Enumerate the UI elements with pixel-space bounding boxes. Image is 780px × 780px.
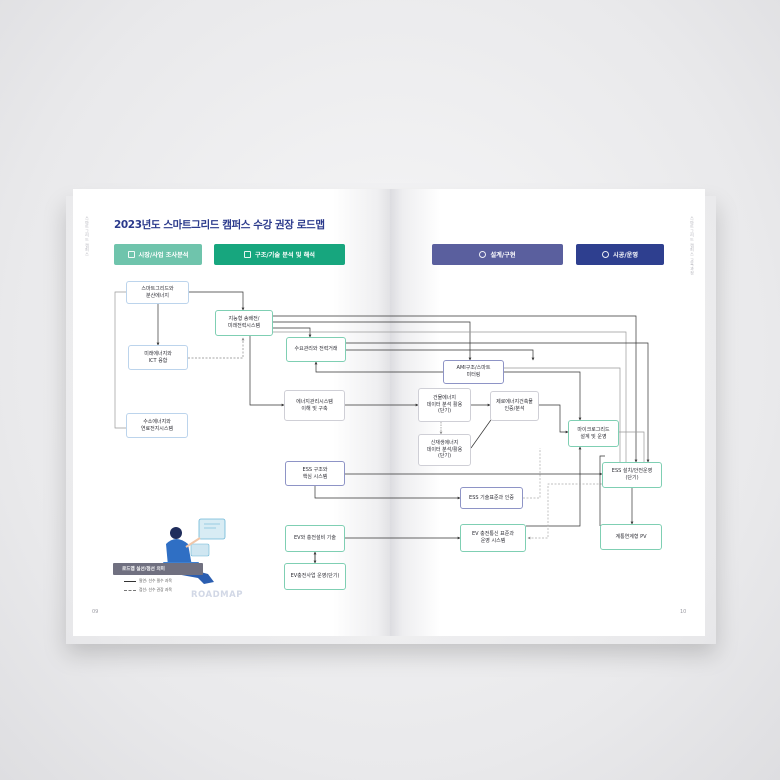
course-ev-charging-business: EV충전사업 운영(단기): [284, 563, 346, 590]
course-ess-structure: ESS 구조와 핵심 시스템: [285, 461, 345, 486]
connector: [249, 336, 285, 407]
course-renewable-energy-data: 신재생에너지 데이터 분석/활용 (단기): [418, 434, 471, 466]
dashed-line-icon: [124, 589, 136, 591]
connector: [526, 446, 582, 527]
course-ev-charger: EV와 충전설비 기술: [285, 525, 345, 552]
course-future-energy-ict: 미래에너지와 ICT 융합: [128, 345, 188, 370]
connector: [504, 367, 621, 462]
left-page-number: 09: [92, 609, 99, 615]
connector: [470, 416, 494, 449]
connector: [599, 455, 605, 526]
course-ami-smart-metering: AMI구조/스마트 미터링: [443, 360, 504, 384]
target-icon: [479, 251, 487, 258]
left-side-text: 스마트그리드 캠퍼스: [85, 216, 90, 257]
course-hydrogen-fuelcell: 수소에너지와 연료전지시스템: [126, 413, 188, 438]
connector: [273, 315, 638, 463]
connector: [314, 361, 443, 373]
course-intelligent-grid: 지능형 송배전/ 미래전력시스템: [215, 310, 273, 336]
right-page-number: 10: [680, 609, 687, 615]
course-zero-energy-building: 제로에너지건축물 인증/분석: [490, 391, 539, 421]
course-microgrid: 마이크로그리드 설계 및 운영: [568, 420, 619, 447]
phase-structure-analysis: 구조/기술 분석 및 해석: [214, 244, 345, 265]
connector: [504, 371, 582, 421]
course-ev-comm-standard: EV 충전통신 표준과 운영 시스템: [460, 524, 526, 552]
right-side-text: 스마트그리드 캠퍼스 교육과정: [690, 216, 695, 276]
connector: [114, 291, 126, 429]
phase-construction-operation: 시공/운영: [576, 244, 664, 265]
connector: [273, 331, 627, 462]
roadmap-watermark: ROADMAP: [191, 590, 243, 600]
course-building-energy-data: 건물에너지 데이터 분석 활용 (단기): [418, 388, 471, 422]
legend-dashed: 점선: 선수 권장 과목: [113, 587, 203, 593]
legend-solid: 필연: 선수 필수 과목: [113, 578, 203, 584]
person-illustration: [163, 518, 226, 584]
course-ess-standard: ESS 기술표준과 인증: [460, 487, 523, 509]
connector: [273, 321, 472, 361]
connector: [273, 327, 312, 338]
roadmap-title: 2023년도 스마트그리드 캠퍼스 수강 권장 로드맵: [114, 219, 325, 231]
phase-label: 설계/구현: [490, 252, 516, 259]
course-ess-safety: ESS 설치/안전운영 (단기): [602, 462, 662, 488]
connector: [189, 291, 245, 311]
connector: [188, 337, 245, 359]
course-smartgrid-distributed-energy: 스마트그리드와 분산에너지: [126, 281, 189, 304]
connector: [346, 342, 650, 463]
chart-icon: [127, 251, 135, 258]
legend: 로드맵 실선/점선 의미 필연: 선수 필수 과목 점선: 선수 권장 과목: [113, 563, 203, 603]
gear-icon: [601, 251, 609, 258]
edit-icon: [244, 251, 252, 258]
phase-label: 구조/기술 분석 및 해석: [255, 252, 315, 259]
solid-line-icon: [124, 580, 136, 582]
connector: [314, 486, 461, 500]
connector: [527, 483, 602, 540]
connector: [619, 431, 645, 462]
phase-label: 시장/사업 조사분석: [138, 252, 189, 259]
connector: [346, 349, 535, 361]
legend-title: 로드맵 실선/점선 의미: [113, 563, 203, 575]
legend-dashed-label: 점선: 선수 권장 과목: [139, 587, 172, 592]
phase-design-implementation: 설계/구현: [432, 244, 563, 265]
phase-label: 시공/운영: [612, 252, 639, 259]
legend-solid-label: 필연: 선수 필수 과목: [139, 578, 172, 583]
course-ems: 에너지관리시스템 이해 및 구축: [284, 390, 345, 421]
connector: [523, 448, 541, 499]
connector: [539, 404, 569, 434]
phase-market-research: 시장/사업 조사분석: [114, 244, 202, 265]
course-demand-management: 수요관리와 전력거래: [286, 337, 346, 362]
course-grid-connected-pv: 계통연계형 PV: [600, 524, 662, 550]
